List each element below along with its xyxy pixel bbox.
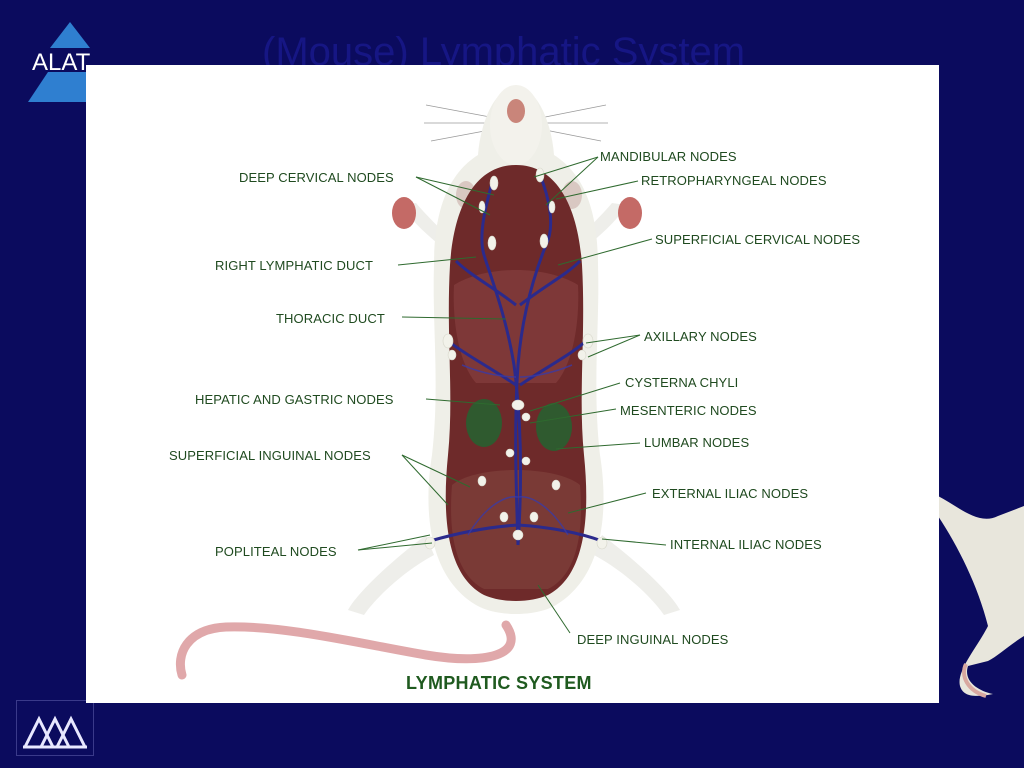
label-deep-cervical-nodes: DEEP CERVICAL NODES bbox=[239, 170, 394, 185]
label-mandibular-nodes: MANDIBULAR NODES bbox=[600, 149, 737, 164]
label-superficial-inguinal-nodes: SUPERFICIAL INGUINAL NODES bbox=[169, 448, 371, 463]
label-right-lymphatic-duct: RIGHT LYMPHATIC DUCT bbox=[215, 258, 374, 273]
logo-text: ALAT bbox=[32, 49, 91, 76]
rat-head bbox=[490, 85, 542, 165]
label-internal-iliac-nodes: INTERNAL ILIAC NODES bbox=[670, 537, 822, 552]
ribcage bbox=[453, 270, 579, 383]
leader-lines bbox=[357, 156, 667, 634]
rat-mouth bbox=[507, 99, 525, 123]
lymph-vessels bbox=[429, 174, 603, 546]
left-kidney bbox=[466, 399, 502, 447]
left-forepaw bbox=[392, 197, 416, 229]
lymphatic-diagram bbox=[175, 85, 680, 680]
right-forepaw bbox=[618, 197, 642, 229]
diagram-caption: LYMPHATIC SYSTEM bbox=[406, 673, 592, 693]
label-external-iliac-nodes: EXTERNAL ILIAC NODES bbox=[652, 486, 809, 501]
alat-emblem-icon bbox=[16, 700, 94, 756]
right-hindlimb bbox=[594, 535, 680, 615]
label-thoracic-duct: THORACIC DUCT bbox=[276, 311, 385, 326]
label-cysterna-chyli: CYSTERNA CHYLI bbox=[625, 375, 739, 390]
lymph-nodes bbox=[424, 167, 608, 550]
diagram-panel: DEEP CERVICAL NODES RIGHT LYMPHATIC DUCT… bbox=[86, 65, 939, 703]
label-hepatic-gastric-nodes: HEPATIC AND GASTRIC NODES bbox=[195, 392, 394, 407]
left-hindlimb bbox=[348, 535, 434, 615]
label-retropharyngeal-nodes: RETROPHARYNGEAL NODES bbox=[641, 173, 827, 188]
label-lumbar-nodes: LUMBAR NODES bbox=[644, 435, 750, 450]
label-mesenteric-nodes: MESENTERIC NODES bbox=[620, 403, 757, 418]
rat-photo-edge bbox=[938, 496, 1024, 698]
rat-tail bbox=[175, 620, 516, 680]
label-popliteal-nodes: POPLITEAL NODES bbox=[215, 544, 337, 559]
right-kidney bbox=[536, 403, 572, 451]
label-deep-inguinal-nodes: DEEP INGUINAL NODES bbox=[577, 632, 729, 647]
label-superficial-cervical-nodes: SUPERFICIAL CERVICAL NODES bbox=[655, 232, 861, 247]
label-axillary-nodes: AXILLARY NODES bbox=[644, 329, 757, 344]
